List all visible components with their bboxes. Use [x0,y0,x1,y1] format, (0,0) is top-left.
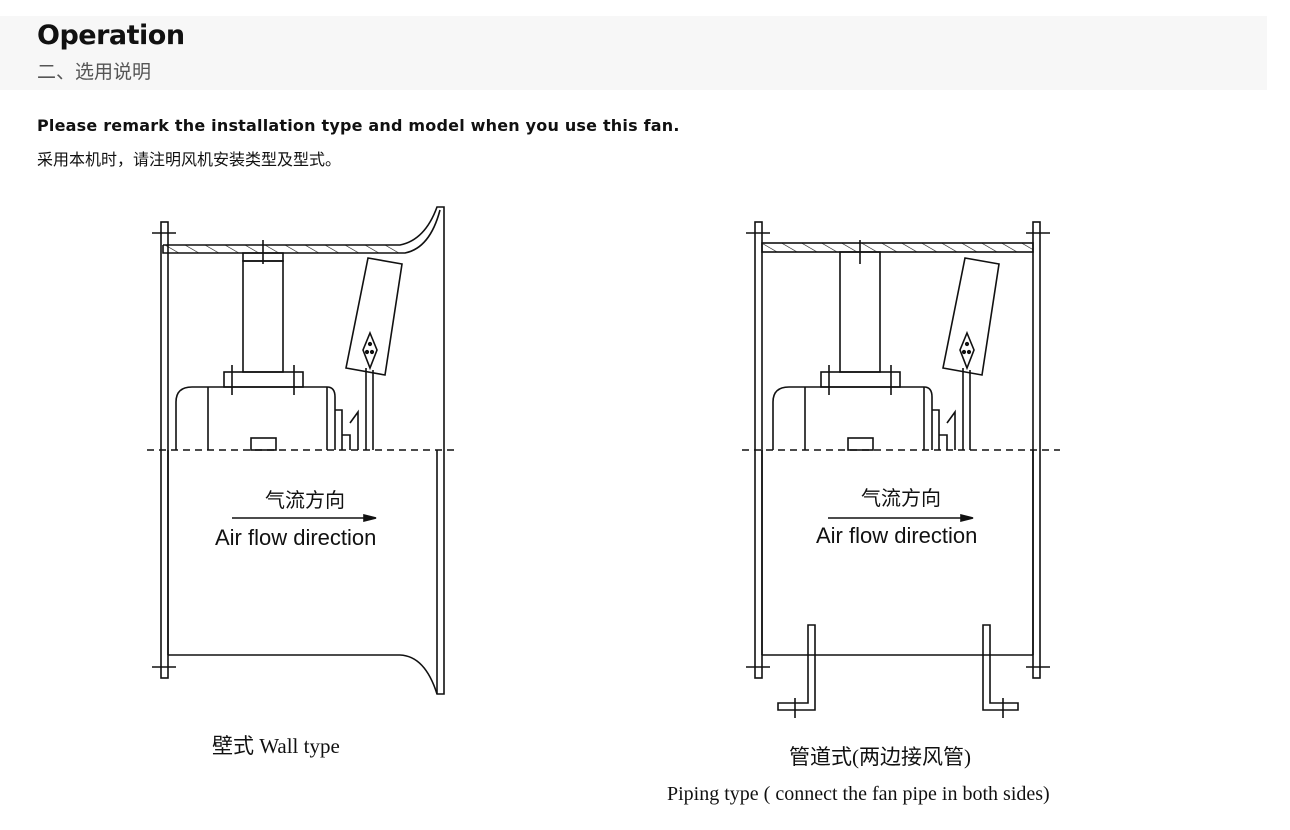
piping-type-diagram [742,221,1060,718]
wall-type-label: 壁式 Wall type [212,734,340,758]
airflow-label-en: Air flow direction [816,523,978,548]
airflow-label-en: Air flow direction [215,525,377,550]
page-subtitle: 二、选用说明 [37,61,152,83]
header-band [0,16,1267,90]
airflow-label-cn: 气流方向 [265,490,345,512]
airflow-arrow [363,513,377,523]
piping-type-label-en: Piping type ( connect the fan pipe in bo… [667,783,1050,805]
motor-flange [223,371,304,388]
motor-body [175,386,336,450]
left-bracket [777,624,816,711]
remark-english: Please remark the installation type and … [37,116,680,135]
motor-post [242,260,284,373]
airflow-label-cn: 气流方向 [861,488,941,510]
remark-chinese: 采用本机时，请注明风机安装类型及型式。 [37,150,342,169]
wall-type-diagram [147,206,455,695]
page-title: Operation [37,20,185,51]
piping-type-label-cn: 管道式(两边接风管) [789,745,971,769]
blade [345,257,403,376]
right-bracket [982,624,1019,711]
